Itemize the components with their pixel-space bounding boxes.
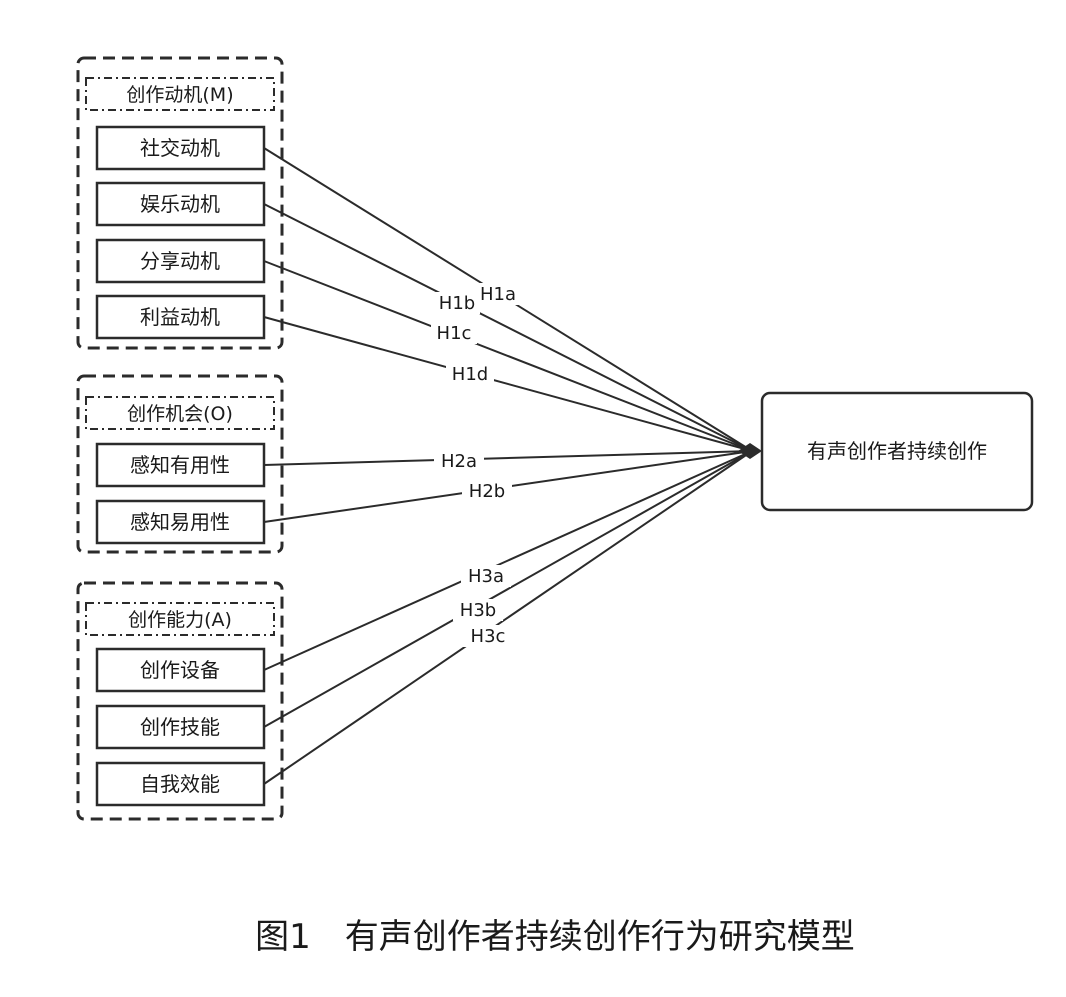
- item-box-perceived-usefulness: 感知有用性: [95, 442, 266, 488]
- group-box-opportunity: [76, 374, 284, 554]
- item-label-skills: 创作技能: [140, 715, 220, 739]
- item-label-perceived-ease-of-use: 感知易用性: [130, 510, 230, 534]
- edge-label-h3c: H3c: [471, 626, 506, 647]
- item-label-sharing: 分享动机: [140, 249, 220, 273]
- edge-line-h1d: [263, 316, 753, 452]
- hypothesis-labels: H1a H1b H1c H1d H2a H2b H3a H3b H3c: [431, 283, 521, 647]
- item-box-equipment: 创作设备: [95, 647, 266, 693]
- edge-label-h1a: H1a: [480, 284, 516, 305]
- group-title-ability: 创作能力(A): [128, 609, 232, 631]
- arrow-head: [738, 443, 762, 459]
- target-box: 有声创作者持续创作: [760, 391, 1034, 512]
- edge-label-h2b: H2b: [469, 481, 505, 502]
- edge-line-h3b: [263, 450, 753, 728]
- edge-line-h3c: [263, 450, 753, 785]
- edge-label-h2a: H2a: [441, 451, 477, 472]
- edge-label-h1b: H1b: [439, 293, 475, 314]
- group-title-box-opportunity: [85, 396, 275, 430]
- edge-line-h2a: [263, 450, 753, 466]
- group-title-box-motivation: [85, 77, 275, 111]
- item-label-social: 社交动机: [140, 136, 220, 160]
- group-title-motivation: 创作动机(M): [126, 84, 233, 106]
- item-label-profit: 利益动机: [140, 305, 220, 329]
- item-box-sharing: 分享动机: [95, 238, 266, 284]
- edge-label-h3a: H3a: [468, 566, 504, 587]
- item-box-perceived-ease-of-use: 感知易用性: [95, 499, 266, 545]
- group-title-box-ability: [85, 602, 275, 636]
- group-title-opportunity: 创作机会(O): [127, 403, 233, 425]
- item-box-profit: 利益动机: [95, 294, 266, 340]
- item-box-social: 社交动机: [95, 125, 266, 171]
- edge-label-h1d: H1d: [452, 364, 488, 385]
- item-box-entertainment: 娱乐动机: [95, 181, 266, 227]
- item-label-perceived-usefulness: 感知有用性: [130, 453, 230, 477]
- item-box-self-efficacy: 自我效能: [95, 761, 266, 807]
- group-box-motivation: [76, 56, 284, 350]
- figure-caption: 图1 有声创作者持续创作行为研究模型: [255, 917, 855, 957]
- target-label: 有声创作者持续创作: [807, 439, 987, 463]
- item-label-self-efficacy: 自我效能: [140, 772, 220, 796]
- edge-line-h1b: [263, 203, 753, 452]
- group-box-ability: [76, 581, 284, 821]
- edge-label-h1c: H1c: [437, 323, 472, 344]
- edge-line-h3a: [263, 450, 753, 671]
- edge-label-h3b: H3b: [460, 600, 496, 621]
- edge-line-h1c: [263, 260, 753, 452]
- item-box-skills: 创作技能: [95, 704, 266, 750]
- item-label-equipment: 创作设备: [140, 658, 220, 682]
- item-label-entertainment: 娱乐动机: [140, 192, 220, 216]
- connector-lines: [263, 147, 753, 785]
